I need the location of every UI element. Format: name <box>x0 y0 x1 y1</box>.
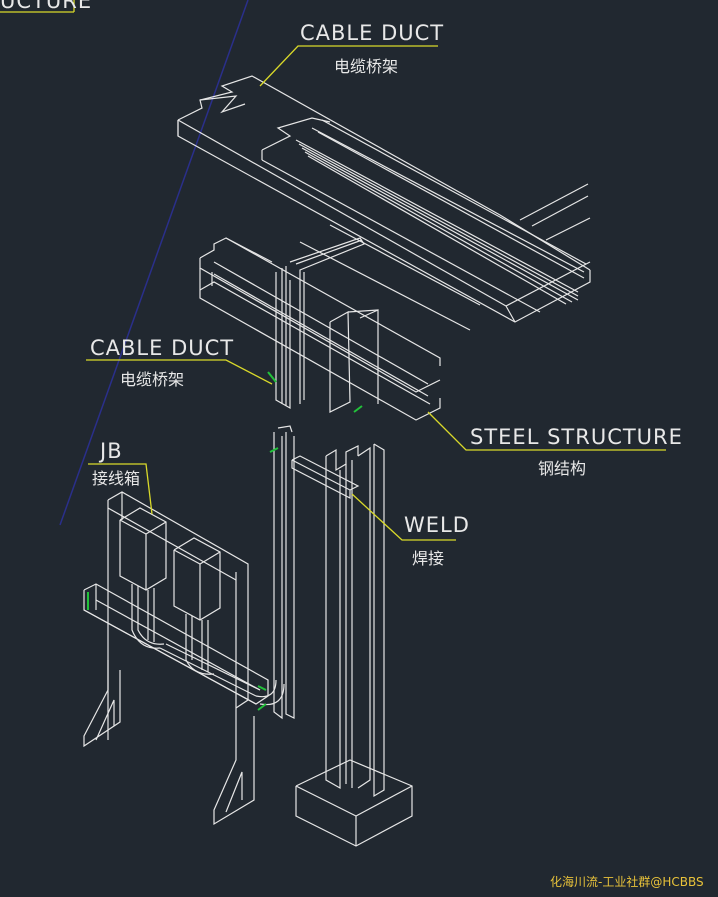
label-structure-partial: UCTURE <box>0 0 92 13</box>
label-cable-duct-mid-en: CABLE DUCT <box>90 336 234 360</box>
reference-diagonal-line <box>59 0 249 526</box>
label-jb-en: JB <box>98 439 123 463</box>
steel-i-beam <box>199 224 481 421</box>
label-steel-structure-en: STEEL STRUCTURE <box>470 425 683 449</box>
weld-marks <box>87 371 363 711</box>
structure-linework <box>83 75 591 847</box>
label-weld-en: WELD <box>404 513 470 537</box>
cable-duct-tray <box>177 75 591 323</box>
riser-cable-duct <box>255 237 379 720</box>
label-jb-cn: 接线箱 <box>92 469 140 488</box>
junction-box-frame <box>83 491 269 826</box>
label-weld-cn: 焊接 <box>412 549 444 568</box>
label-cable-duct-top-cn: 电缆桥架 <box>334 57 398 76</box>
label-steel-structure-cn: 钢结构 <box>538 459 586 478</box>
leader-lines <box>0 0 666 541</box>
steel-column <box>291 443 413 847</box>
label-cable-duct-top-en: CABLE DUCT <box>300 21 444 45</box>
watermark-text: 化海川流-工业社群@HCBBS <box>550 874 704 889</box>
label-cable-duct-mid-cn: 电缆桥架 <box>120 370 184 389</box>
